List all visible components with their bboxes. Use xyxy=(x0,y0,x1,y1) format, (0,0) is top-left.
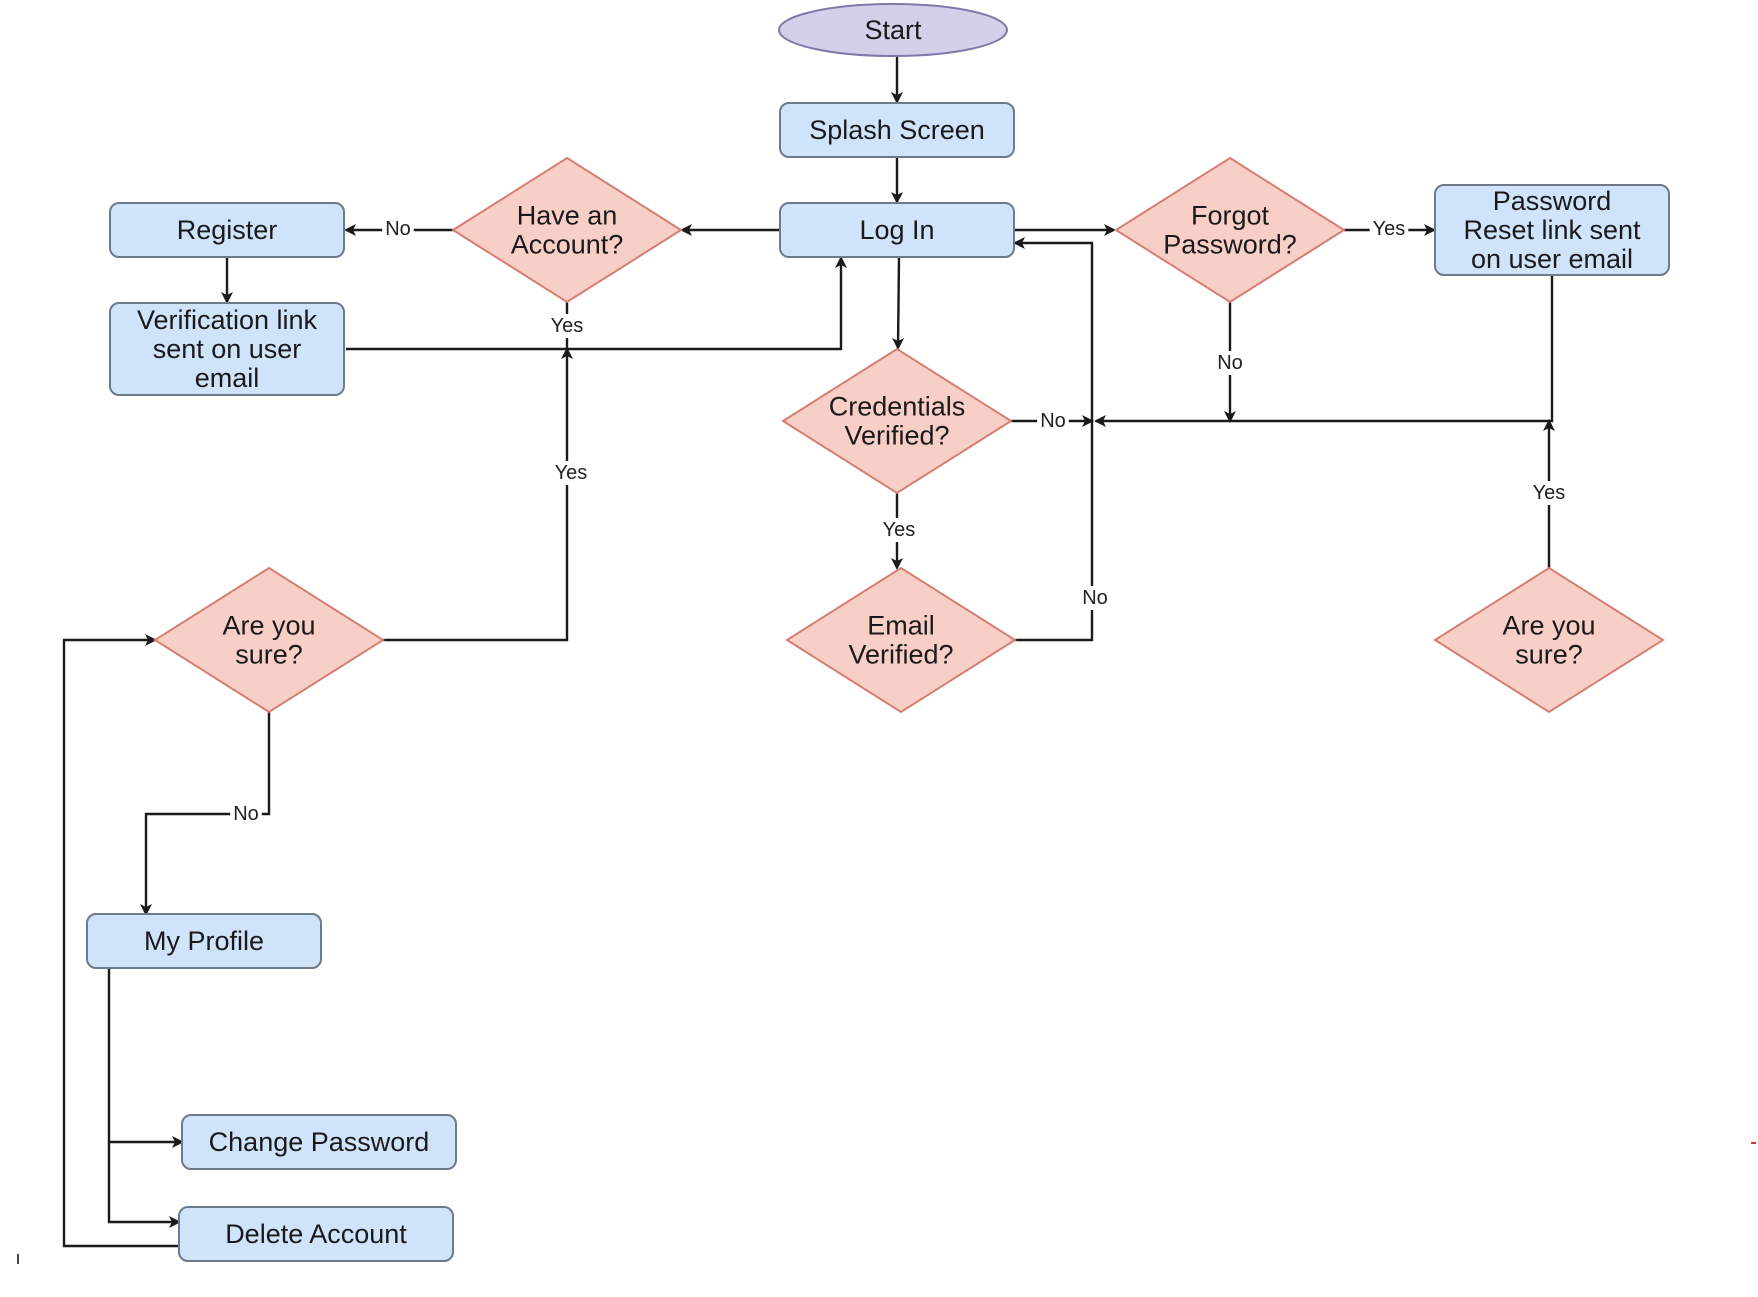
node-label: Are you xyxy=(222,611,315,641)
node-label: Verification link xyxy=(137,305,318,335)
node-label: Register xyxy=(177,215,278,245)
edge-reset-bus xyxy=(1094,275,1554,427)
edge-delete-sure xyxy=(62,634,179,1248)
process-shape xyxy=(1434,184,1670,276)
node-label: sure? xyxy=(1515,640,1583,670)
node-label: on user email xyxy=(1471,244,1633,274)
process-shape xyxy=(779,102,1015,158)
edge-label-forgot-no: No xyxy=(1217,352,1243,374)
node-label: Forgot xyxy=(1191,201,1270,231)
edge-profile-delete xyxy=(107,1142,181,1228)
edge-label-email-no: No xyxy=(1082,587,1108,609)
edge-label-bg xyxy=(1037,409,1069,433)
edge-label-bg xyxy=(382,217,414,241)
decision-shape xyxy=(781,347,1013,495)
edge-label-bg xyxy=(1079,586,1111,610)
node-change-pw[interactable]: Change Password xyxy=(181,1114,457,1170)
edge-label-bg xyxy=(1529,481,1569,505)
decision-shape xyxy=(1433,566,1665,714)
process-shape xyxy=(181,1114,457,1170)
node-label: email xyxy=(195,363,260,393)
node-label: Change Password xyxy=(209,1127,430,1157)
edge-label-bg xyxy=(879,518,919,542)
node-label: Delete Account xyxy=(225,1219,407,1249)
node-label: Account? xyxy=(511,230,624,260)
process-shape xyxy=(109,202,345,258)
edge-verification-login xyxy=(346,256,847,351)
edge-label-bg xyxy=(1369,217,1409,241)
edge-sure-left-no xyxy=(140,712,271,916)
node-splash[interactable]: Splash Screen xyxy=(779,102,1015,158)
decision-shape xyxy=(785,566,1017,714)
node-start[interactable]: Start xyxy=(778,3,1008,57)
edge-label-bg xyxy=(1214,351,1246,375)
decision-shape xyxy=(153,566,385,714)
node-label: Log In xyxy=(859,215,934,245)
node-label: Have an xyxy=(517,201,618,231)
node-label: Credentials xyxy=(829,392,966,422)
process-shape xyxy=(178,1206,454,1262)
process-shape xyxy=(779,202,1015,258)
node-label: Reset link sent xyxy=(1463,215,1641,245)
edge-label-sure-right-yes: Yes xyxy=(1533,482,1566,504)
edge-label-bg xyxy=(551,461,591,485)
node-label: Password? xyxy=(1163,230,1297,260)
edge-email-no xyxy=(1013,237,1094,642)
node-label: Email xyxy=(867,611,935,641)
decision-shape xyxy=(451,156,683,304)
edge-label-credentials-email: Yes xyxy=(883,519,916,541)
node-label: Start xyxy=(864,15,922,45)
node-login[interactable]: Log In xyxy=(779,202,1015,258)
edge-label-bg xyxy=(230,802,262,826)
edge-label-sure-left-no: No xyxy=(233,803,259,825)
node-label: Are you xyxy=(1502,611,1595,641)
edge-sure-left-yes xyxy=(383,347,573,642)
edge-label-bg xyxy=(547,314,587,338)
process-shape xyxy=(109,302,345,396)
node-register[interactable]: Register xyxy=(109,202,345,258)
node-profile[interactable]: My Profile xyxy=(86,913,322,969)
edge-label-have-login: Yes xyxy=(551,315,584,337)
edge-profile-change xyxy=(107,968,184,1148)
node-label: sure? xyxy=(235,640,303,670)
edge-login-credentials xyxy=(892,257,905,350)
terminal-shape xyxy=(778,3,1008,57)
node-label: Splash Screen xyxy=(809,115,985,145)
edge-label-sure-left-yes: Yes xyxy=(555,462,588,484)
node-label: sent on user xyxy=(153,334,302,364)
decision-shape xyxy=(1114,156,1346,304)
node-delete-acct[interactable]: Delete Account xyxy=(178,1206,454,1262)
edge-label-have-register: No xyxy=(385,218,411,240)
node-label: Verified? xyxy=(844,421,949,451)
node-label: Password xyxy=(1493,186,1612,216)
edge-label-forgot-reset: Yes xyxy=(1373,218,1406,240)
process-shape xyxy=(86,913,322,969)
edge-label-credentials-no: No xyxy=(1040,410,1066,432)
node-label: Verified? xyxy=(848,640,953,670)
node-label: My Profile xyxy=(144,926,264,956)
